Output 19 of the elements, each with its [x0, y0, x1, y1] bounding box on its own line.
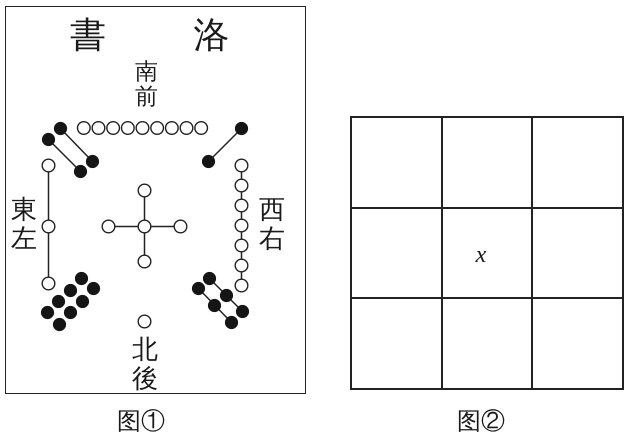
grid-cell: [442, 208, 532, 298]
grid-cell: [532, 118, 622, 208]
figure-title: 書 洛: [70, 18, 230, 54]
grid-cell: [352, 298, 442, 388]
figure-caption: 图①: [117, 408, 165, 434]
grid-cell: [442, 298, 532, 388]
figure-caption: 图②: [457, 408, 505, 434]
direction-label: 北後: [132, 336, 158, 394]
grid-cell: [352, 208, 442, 298]
figure-frame: [5, 6, 306, 394]
direction-label: 東左: [11, 196, 37, 254]
grid-cell: [442, 118, 532, 208]
grid-cell: [532, 208, 622, 298]
direction-label: 南前: [135, 60, 158, 111]
grid-frame: [350, 116, 624, 390]
direction-label: 西右: [259, 196, 285, 254]
grid-cell: [352, 118, 442, 208]
grid-cell: [532, 298, 622, 388]
variable-label: x: [476, 243, 486, 267]
